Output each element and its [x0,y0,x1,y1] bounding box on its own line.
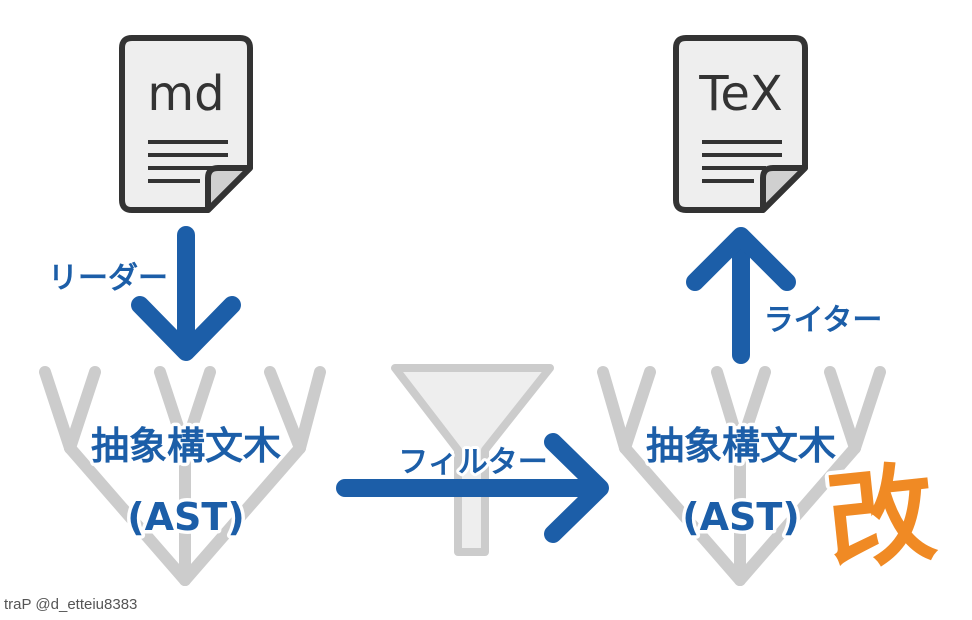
reader-arrow [131,226,241,361]
filter-arrow [336,433,609,543]
right-tree-shape [597,366,886,586]
writer-label: ライター [764,303,883,338]
source-document-icon: md [119,35,253,213]
target-document-icon: TeX [673,35,808,213]
ast-left-line1: 抽象構文木 [91,424,281,468]
kai-badge: 改 [821,451,941,587]
ast-right-line1: 抽象構文木 [646,424,836,468]
credit-text: traP @d_etteiu8383 [4,596,138,613]
left-tree-shape [39,366,326,586]
filter-funnel-icon [391,364,554,556]
source-doc-label: md [147,66,224,122]
target-doc-label: TeX [698,66,783,122]
ast-right-line2: (AST) [682,495,799,539]
ast-left-line2: (AST) [127,495,244,539]
reader-label: リーダー [48,261,168,296]
filter-label: フィルター [398,445,547,480]
writer-arrow [686,227,796,364]
